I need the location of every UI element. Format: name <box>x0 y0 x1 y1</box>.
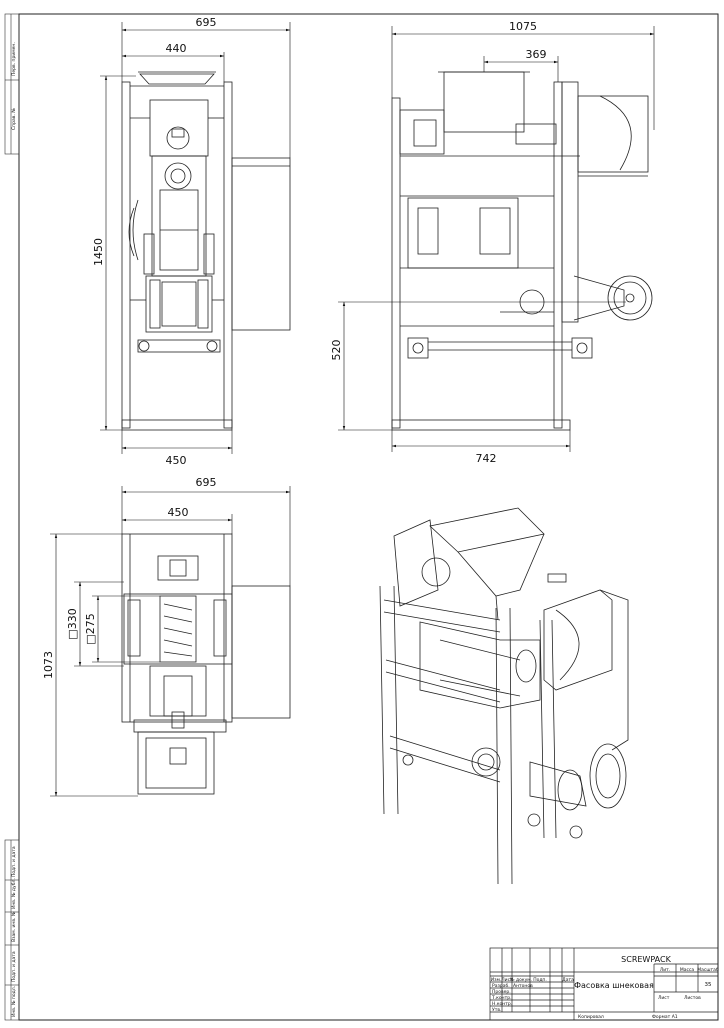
stamp-inv-podl: Инв. № подл. <box>11 986 17 1017</box>
tb-row-tkontr: Т.контр. <box>491 995 512 1001</box>
dim-front-width-top: 440 <box>166 42 187 55</box>
title-block <box>489 947 719 1021</box>
front-view-dimensions <box>100 22 291 454</box>
tb-col-massa: Масса <box>680 967 695 973</box>
sheet-frame <box>18 13 719 1021</box>
tb-col-sheet: Лист <box>658 995 670 1001</box>
plan-view-dimensions <box>50 486 291 797</box>
stamp-sprav-no: Справ. № <box>11 108 17 130</box>
dim-plan-width-inner: 450 <box>168 506 189 519</box>
tb-copied: Копировал <box>578 1014 604 1020</box>
stamp-podp-data-1: Подп. и дата <box>11 846 17 877</box>
dim-plan-inner-square: □275 <box>84 613 97 644</box>
stamp-podp-data-2: Подп. и дата <box>11 951 17 982</box>
bottom-left-stamp <box>4 839 20 1021</box>
top-left-stamp <box>4 13 20 155</box>
dim-side-width-overall: 1075 <box>509 20 537 33</box>
dim-plan-outer-square: □330 <box>66 608 79 639</box>
dim-plan-width-overall: 695 <box>196 476 217 489</box>
stamp-vzam-inv: Взам. инв. № <box>11 911 17 942</box>
tb-col-podp: Подп. <box>533 977 547 983</box>
dim-side-hopper-width: 369 <box>526 48 547 61</box>
tb-col-ndoc: № докум. <box>510 977 532 983</box>
stamp-perv-primen: Перв. примен. <box>11 42 17 76</box>
tb-row-utv: Утв. <box>492 1007 501 1013</box>
stamp-inv-dubl: Инв. № дубл. <box>11 878 17 909</box>
tb-razrab-name: Антонов <box>513 983 533 989</box>
dim-side-width-bottom: 742 <box>476 452 497 465</box>
tb-col-lit: Лит. <box>660 967 670 973</box>
tb-row-razrab: Разраб. <box>492 983 510 989</box>
tb-format: Формат A1 <box>652 1014 678 1020</box>
side-view-dimensions <box>338 26 655 452</box>
dim-side-height-axis: 520 <box>330 340 343 361</box>
tb-row-nkontr: Н.контр. <box>492 1001 512 1007</box>
tb-col-sheets: Листов <box>684 995 701 1001</box>
plan-view <box>121 533 291 795</box>
tb-col-data: Дата <box>562 977 574 983</box>
front-view <box>121 71 291 431</box>
tb-col-masshtab: Масштаб <box>697 967 719 973</box>
title-company: SCREWPACK <box>621 955 671 964</box>
dim-front-width-overall: 695 <box>196 16 217 29</box>
dim-front-height: 1450 <box>92 238 105 266</box>
tb-row-prov: Провер. <box>492 989 511 995</box>
tb-col-izm: Изм. <box>491 977 502 983</box>
dim-front-width-bottom: 450 <box>166 454 187 467</box>
title-drawing-name: Фасовка шнековая <box>574 981 654 990</box>
isometric-view <box>379 507 629 885</box>
side-view <box>391 71 653 431</box>
tb-col-list: Лист <box>501 977 513 983</box>
tb-mass-value: 35 <box>705 982 712 988</box>
dim-plan-depth: 1073 <box>42 651 55 679</box>
